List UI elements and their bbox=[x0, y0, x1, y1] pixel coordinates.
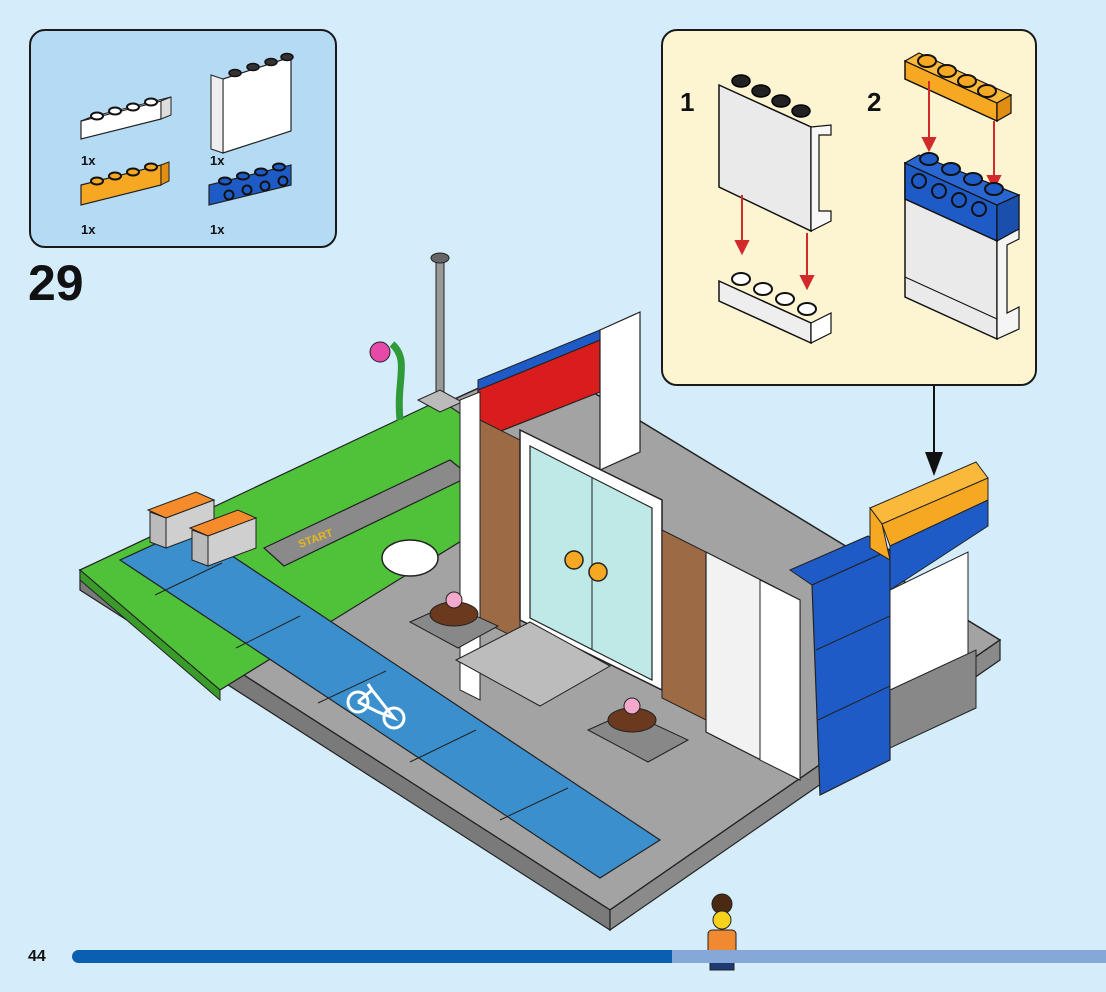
part-quantity: 1x bbox=[210, 222, 225, 237]
part-blue-brick bbox=[208, 162, 292, 206]
hopscotch-tile: START bbox=[262, 459, 472, 567]
building-wall-red bbox=[477, 311, 641, 471]
parts-callout: 1x 1x 1x 1x bbox=[29, 29, 337, 248]
flower-plant bbox=[369, 341, 405, 421]
baseplate bbox=[78, 359, 1002, 932]
sub-step-1-white-brick bbox=[718, 272, 832, 345]
bench bbox=[188, 509, 258, 567]
part-quantity: 1x bbox=[210, 153, 225, 168]
part-quantity: 1x bbox=[81, 222, 96, 237]
sub-step-label: 1 bbox=[680, 87, 695, 117]
page-number: 44 bbox=[28, 948, 46, 965]
part-orange-brick bbox=[80, 161, 170, 206]
lamp-post bbox=[416, 252, 464, 413]
hopscotch-start-label: START bbox=[297, 527, 335, 551]
part-quantity: 1x bbox=[81, 153, 96, 168]
step-number: 29 bbox=[28, 255, 84, 311]
building-wall-white-right bbox=[705, 551, 801, 781]
sub-assembly-callout: 1 2 bbox=[661, 29, 1037, 386]
sink-bowl bbox=[381, 539, 439, 577]
callout-pointer-arrow bbox=[925, 386, 943, 476]
sub-step-2-blue-brick-panel bbox=[903, 152, 1021, 341]
entrance-step bbox=[454, 621, 612, 707]
bicycle-icon bbox=[346, 683, 406, 730]
shop-door bbox=[519, 428, 663, 692]
progress-bar bbox=[72, 950, 1106, 963]
placed-sub-assembly bbox=[869, 461, 989, 749]
parts-illustration bbox=[80, 52, 294, 206]
flower-pot bbox=[586, 697, 690, 763]
bench bbox=[146, 491, 216, 549]
brick-wall-right bbox=[661, 529, 707, 721]
sub-step-1-panel bbox=[718, 74, 832, 233]
progress-bar-fill bbox=[72, 950, 672, 963]
building-wall-white-left bbox=[459, 391, 481, 701]
part-white-panel bbox=[210, 52, 294, 154]
sub-assembly-illustration bbox=[718, 52, 1021, 345]
sub-step-1-arrows bbox=[734, 195, 815, 291]
sub-step-label: 2 bbox=[867, 87, 882, 117]
flower-pot bbox=[408, 591, 500, 649]
brick-wall-left bbox=[479, 419, 521, 641]
part-white-brick bbox=[80, 96, 172, 140]
blue-column bbox=[788, 535, 892, 796]
sub-step-2-orange-brick bbox=[903, 52, 1013, 123]
